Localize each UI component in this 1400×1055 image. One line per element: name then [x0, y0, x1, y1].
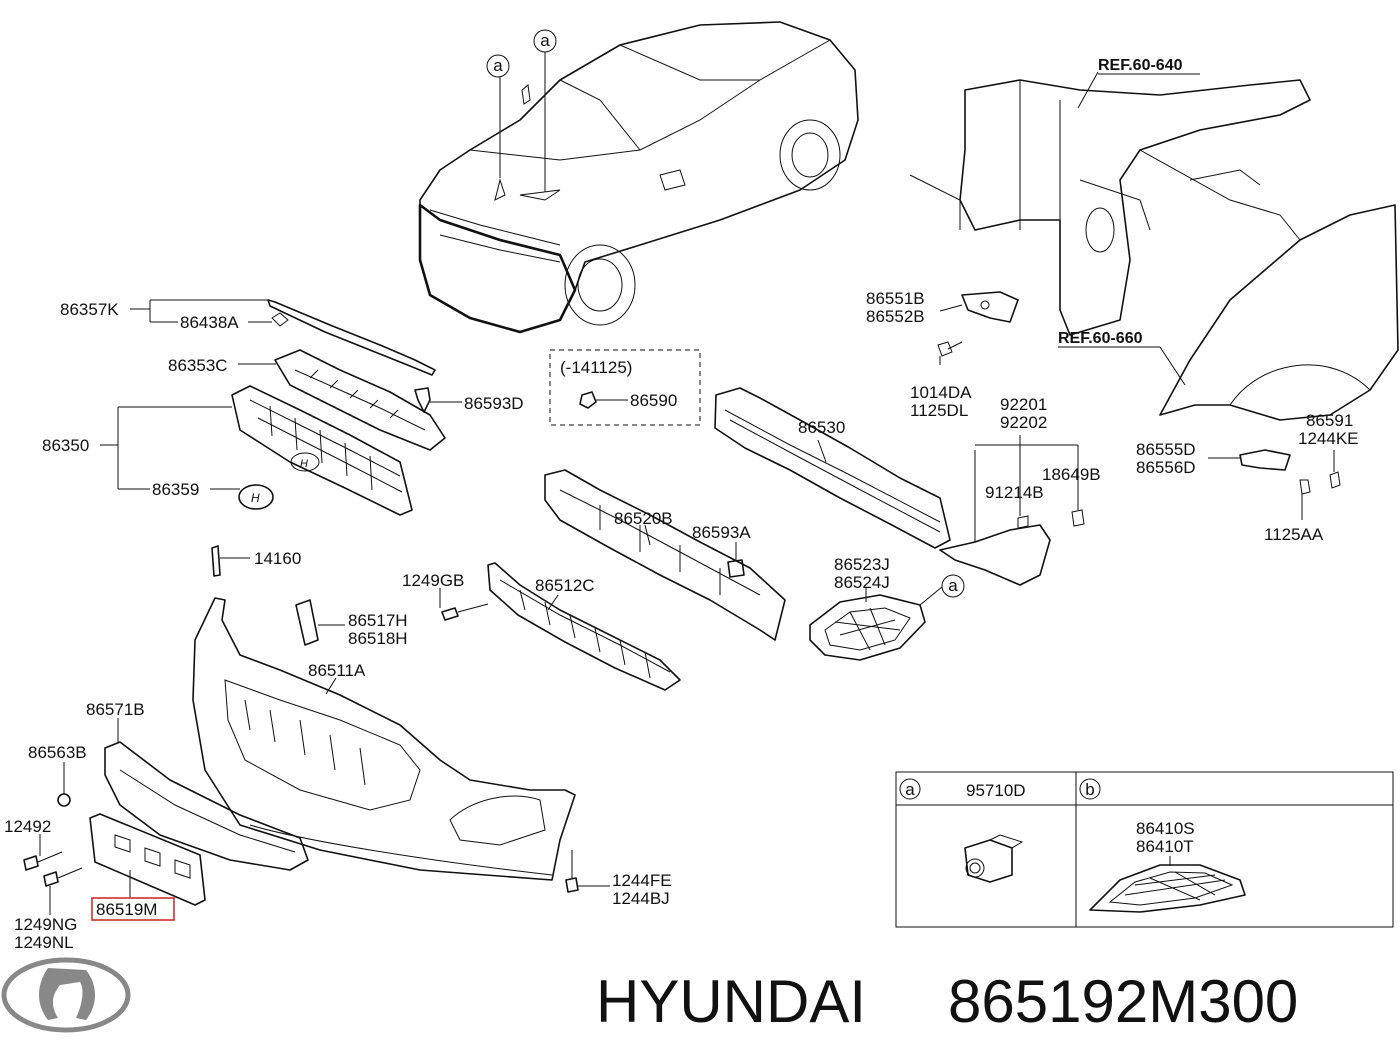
svg-text:H: H: [300, 458, 308, 470]
bolt-1249gb: [439, 588, 489, 621]
svg-text:H: H: [251, 491, 260, 505]
legend-table: a 95710D b 86410S 86410T: [895, 771, 1394, 928]
clip-86593d: [414, 387, 462, 413]
label-1244ke: 1244KE: [1298, 429, 1359, 448]
emblem-86359: H: [238, 484, 274, 510]
label-86571b: 86571B: [86, 700, 145, 719]
label-86551b: 86551B: [866, 289, 925, 308]
svg-text:a: a: [493, 56, 503, 75]
label-86555d: 86555D: [1136, 440, 1196, 459]
bracket-86517h: [295, 599, 345, 646]
label-86511a: 86511A: [308, 661, 366, 680]
label-range: (-141125): [560, 358, 632, 377]
bracket-86593a: [727, 542, 745, 578]
label-86438a: 86438A: [180, 313, 239, 332]
label-86357k: 86357K: [60, 300, 119, 319]
hyundai-logo: [1, 957, 131, 1033]
ref-body: REF.60-640: [1098, 57, 1183, 74]
license-plate-bracket: [89, 813, 206, 906]
label-86353c: 86353C: [168, 356, 228, 375]
body-structure: [909, 71, 1311, 336]
pin-14160: [211, 545, 250, 577]
label-86520b: 86520B: [614, 509, 673, 528]
label-1244bj: 1244BJ: [612, 889, 670, 908]
label-86563b: 86563B: [28, 743, 87, 762]
label-12492: 12492: [4, 817, 51, 836]
ref-fender: REF.60-660: [1058, 330, 1143, 347]
legend-a-label: a: [905, 780, 915, 799]
legend-b-part2: 86410T: [1136, 837, 1194, 856]
label-1249gb: 1249GB: [402, 571, 464, 590]
label-86530: 86530: [798, 418, 845, 437]
label-1249nl: 1249NL: [14, 933, 74, 952]
fog-lamp-cover: [809, 586, 943, 661]
callout-a-car-right: a: [533, 29, 557, 53]
label-1244fe: 1244FE: [612, 871, 672, 890]
label-1249ng: 1249NG: [14, 915, 77, 934]
fog-lamp-bracket: [939, 450, 1085, 586]
revision-box: [549, 349, 701, 426]
brand-name: HYUNDAI: [596, 968, 866, 1035]
label-86517h: 86517H: [348, 611, 408, 630]
grille-upper-bracket: [238, 349, 446, 451]
part-number: 865192M300: [948, 968, 1298, 1035]
hood-vent: [1089, 856, 1246, 913]
label-92201: 92201: [1000, 395, 1047, 414]
grille-moulding: [267, 299, 436, 376]
svg-text:a: a: [540, 31, 550, 50]
label-86523j: 86523J: [834, 555, 890, 574]
label-86350: 86350: [42, 436, 89, 455]
legend-a-part: 95710D: [966, 781, 1026, 800]
callout-a-fog: a: [941, 574, 965, 598]
label-86512c: 86512C: [535, 576, 595, 595]
label-86593d: 86593D: [464, 394, 524, 413]
label-92202: 92202: [1000, 413, 1047, 432]
label-86518h: 86518H: [348, 629, 408, 648]
label-86556d: 86556D: [1136, 458, 1196, 477]
energy-absorber: [544, 469, 786, 641]
car-overview: [418, 21, 859, 334]
bracket-86551b: [937, 291, 1019, 357]
legend-b-part1: 86410S: [1136, 819, 1195, 838]
screw-1244fe: [565, 850, 610, 893]
label-86519m: 86519M: [96, 900, 157, 919]
svg-text:a: a: [948, 576, 958, 595]
screw-1249ng: [43, 867, 83, 915]
label-86524j: 86524J: [834, 573, 890, 592]
lower-grille: [487, 562, 681, 691]
label-86552b: 86552B: [866, 307, 925, 326]
label-1014da: 1014DA: [910, 383, 972, 402]
label-1125dl: 1125DL: [910, 401, 968, 420]
front-bumper-cover: [192, 597, 576, 881]
bracket-86555d: [1239, 449, 1341, 495]
label-86359: 86359: [152, 480, 199, 499]
label-18649b: 18649B: [1042, 465, 1101, 484]
radiator-grille: H: [231, 385, 413, 516]
label-86591: 86591: [1306, 411, 1353, 430]
callout-a-car-left: a: [486, 54, 510, 78]
parking-sensor: [964, 834, 1024, 883]
screw-12492: [23, 834, 63, 871]
label-86590: 86590: [630, 391, 677, 410]
bumper-beam: [714, 387, 951, 549]
legend-b-label: b: [1085, 780, 1094, 799]
label-14160: 14160: [254, 549, 301, 568]
cap-86563b: [57, 762, 71, 807]
fender: [1159, 204, 1399, 421]
label-86593a: 86593A: [692, 523, 751, 542]
highlight-box: [91, 897, 175, 921]
label-1125aa: 1125AA: [1264, 525, 1324, 544]
bumper-lip: [104, 718, 309, 871]
label-91214b: 91214B: [985, 483, 1044, 502]
